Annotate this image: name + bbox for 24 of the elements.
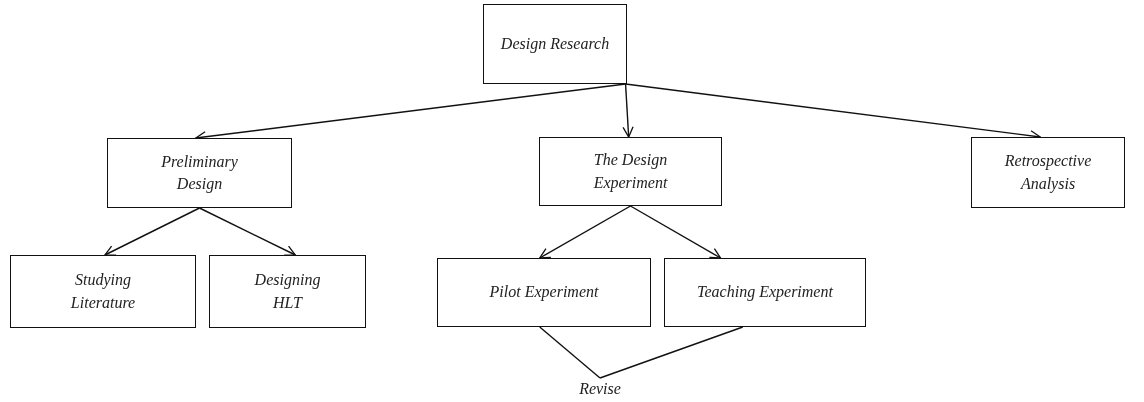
box-label: Preliminary Design [160, 151, 239, 195]
box-label: Designing HLT [253, 270, 322, 313]
connector-line [539, 326, 601, 379]
arrow [104, 207, 201, 256]
box-label: Design Research [499, 33, 611, 55]
process-box [483, 4, 627, 84]
box-label: Pilot Experiment [488, 282, 600, 303]
process-box [10, 255, 196, 328]
arrow [622, 83, 634, 138]
process-box [209, 255, 366, 328]
arrow [198, 207, 297, 256]
process-box [971, 137, 1125, 208]
node-label: Revise [579, 378, 621, 399]
process-box [539, 137, 722, 206]
box-label: Teaching Experiment [696, 282, 834, 303]
box-label: Retrospective Analysis [1003, 151, 1093, 195]
process-box [107, 138, 292, 208]
box-label: Studying Literature [69, 270, 137, 313]
arrow [629, 205, 722, 259]
process-box [664, 258, 866, 327]
process-box [437, 258, 651, 327]
connector-line [599, 326, 744, 379]
box-label: The Design Experiment [592, 150, 669, 194]
arrow [539, 205, 632, 259]
